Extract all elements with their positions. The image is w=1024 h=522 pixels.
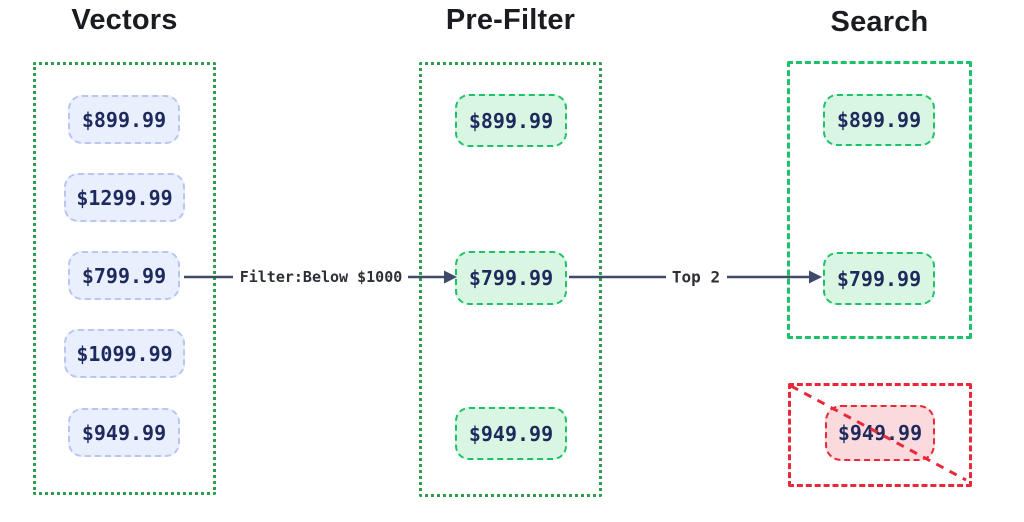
price-chip: $949.99 — [68, 408, 180, 457]
price-chip: $949.99 — [455, 407, 567, 460]
price-chip: $799.99 — [823, 252, 935, 305]
vectors-box — [33, 62, 216, 495]
filter-arrow-label: Filter:Below $1000 — [235, 268, 407, 286]
price-chip: $899.99 — [68, 95, 180, 144]
column-title-vectors: Vectors — [71, 4, 178, 36]
rejected-box — [788, 383, 972, 487]
rejected-price-chip: $949.99 — [825, 405, 935, 461]
price-chip: $899.99 — [455, 94, 567, 147]
price-chip: $799.99 — [68, 251, 180, 300]
price-chip: $799.99 — [455, 251, 567, 305]
price-chip: $1099.99 — [64, 329, 185, 378]
column-title-search: Search — [830, 6, 929, 38]
top2-arrow-label: Top 2 — [667, 267, 725, 287]
column-title-pre-filter: Pre-Filter — [445, 4, 576, 36]
search-box — [787, 61, 972, 339]
price-chip: $1299.99 — [64, 173, 185, 222]
pre-filter-box — [419, 62, 602, 497]
price-chip: $899.99 — [823, 94, 935, 146]
